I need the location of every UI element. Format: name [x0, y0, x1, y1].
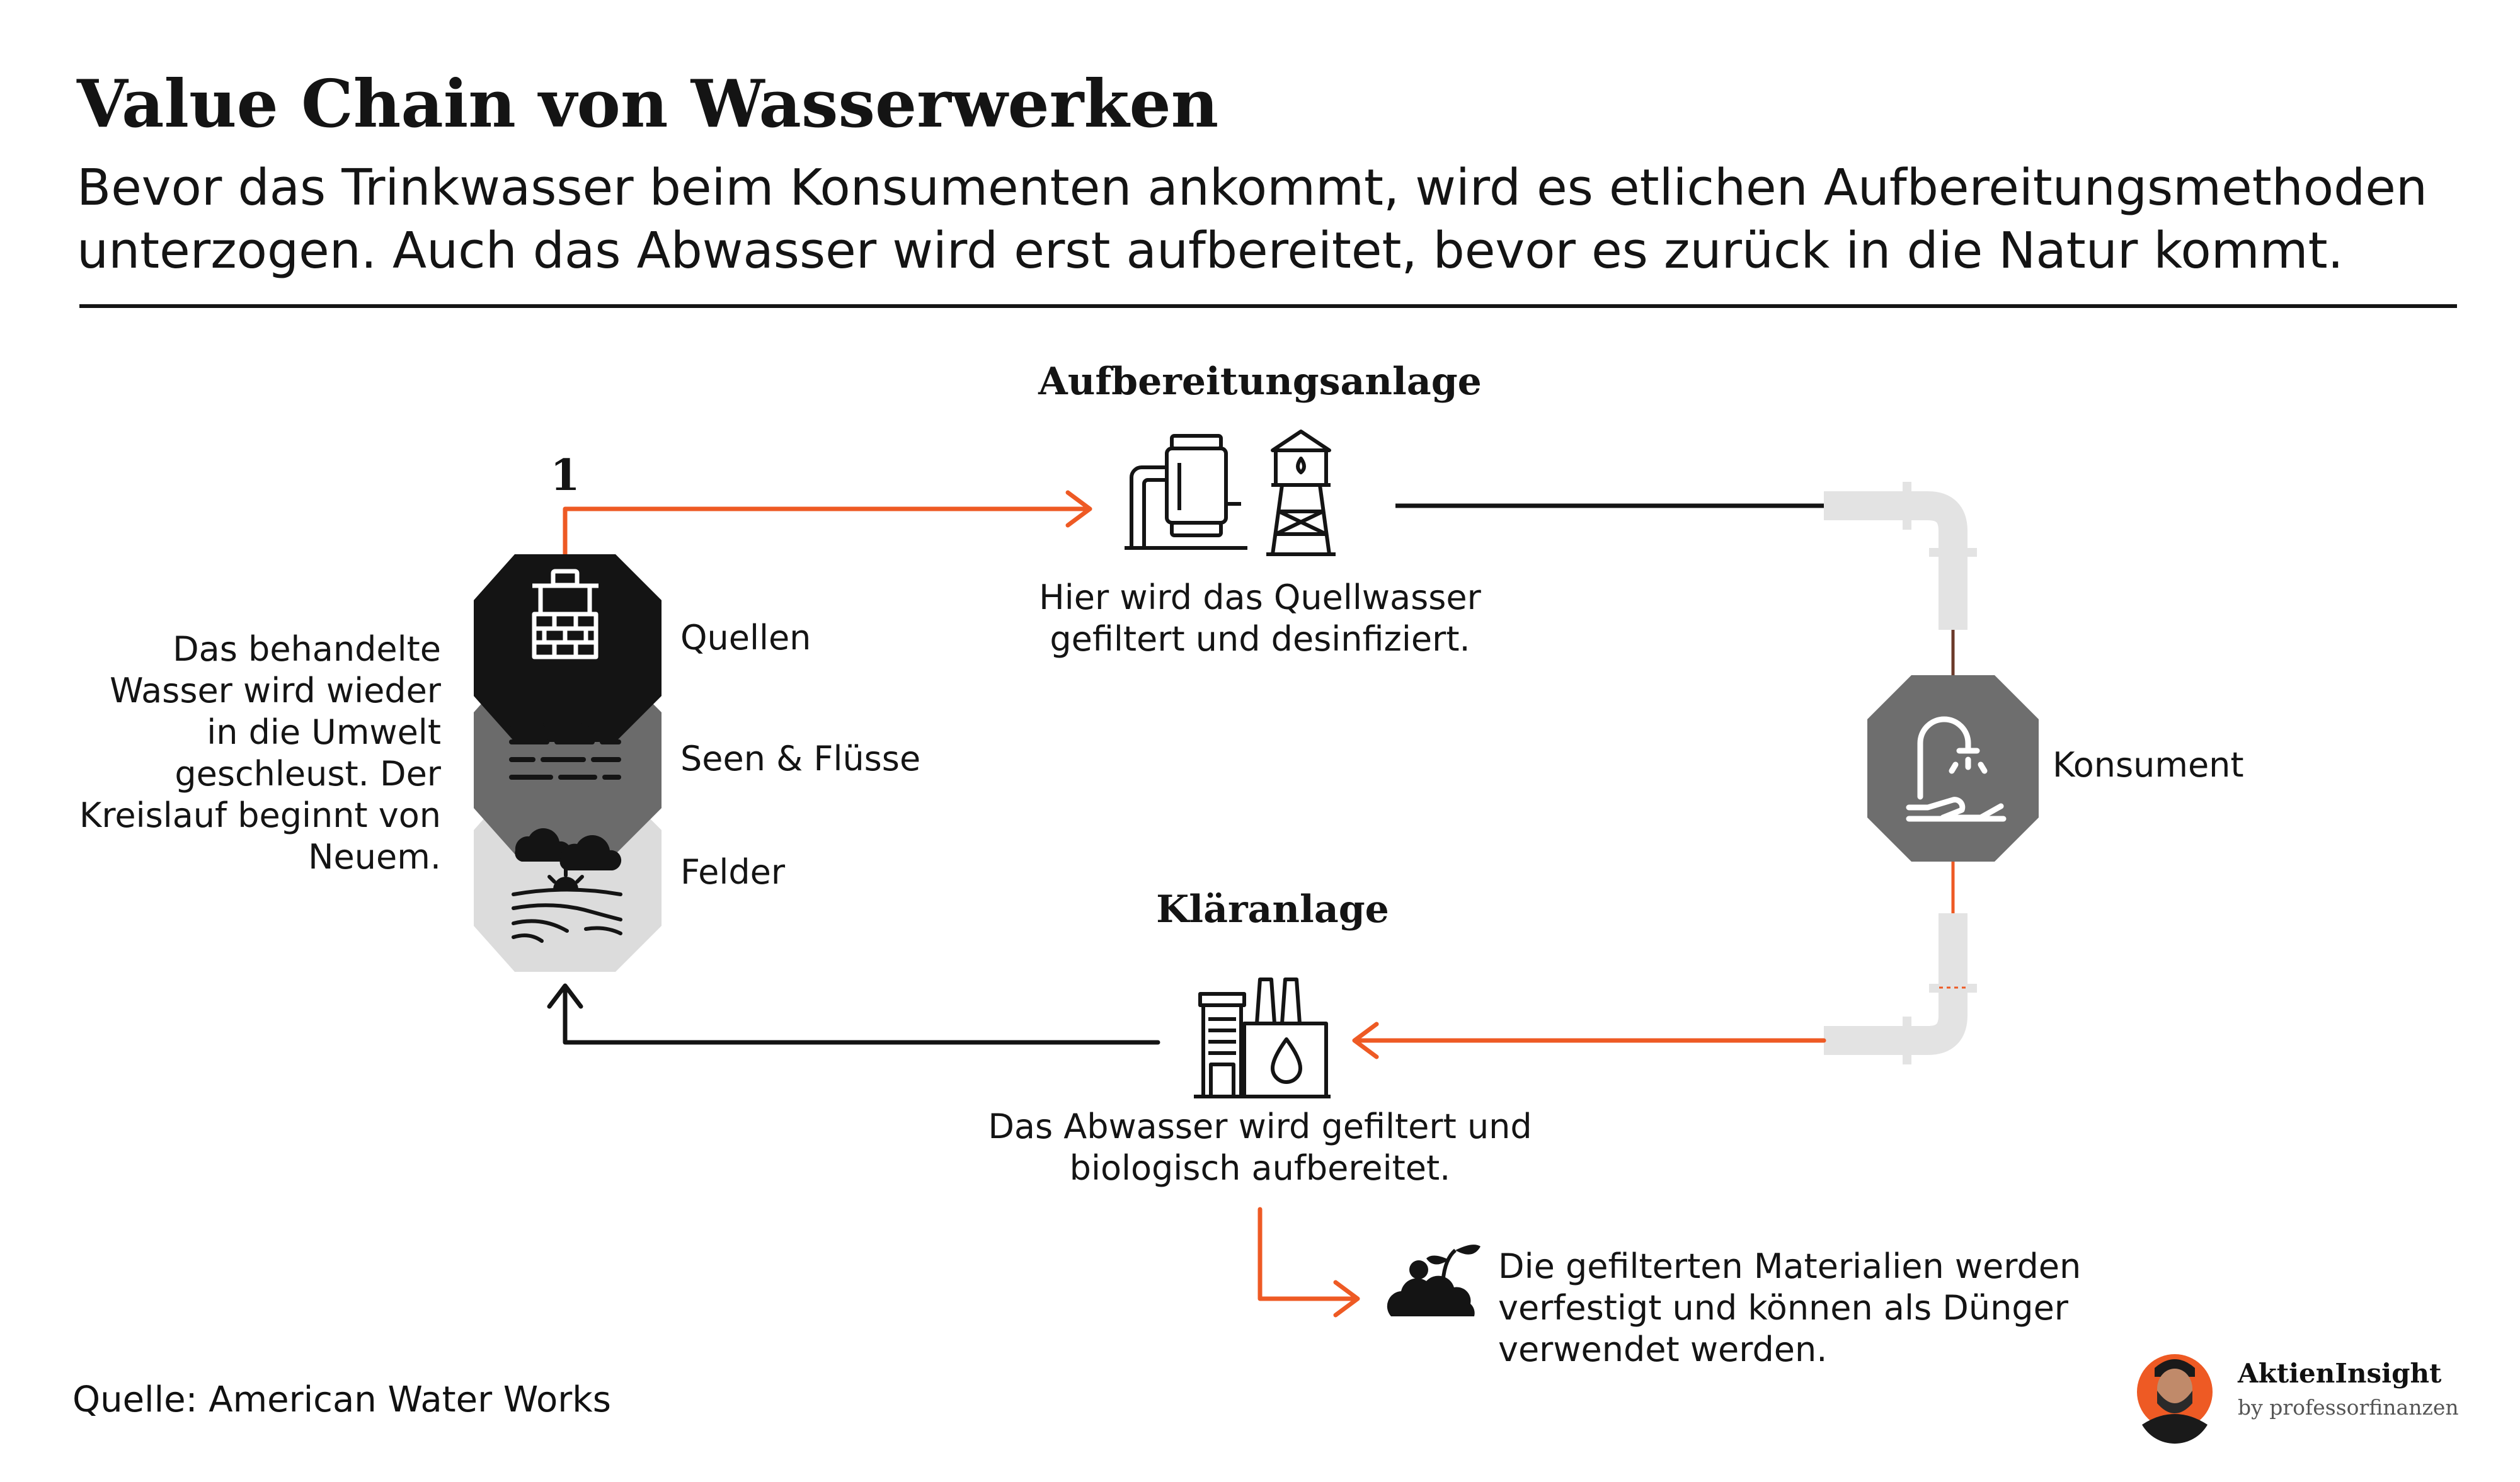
flow-arrow-to-fertilizer	[1257, 1207, 1360, 1318]
waves-icon	[509, 722, 621, 780]
brand-name: AktienInsight	[2238, 1358, 2442, 1389]
wastewater-title: Kläranlage	[1156, 887, 1389, 932]
label-seen-fluesse: Seen & Flüsse	[680, 739, 921, 778]
hex-quellen	[474, 554, 662, 742]
label-felder: Felder	[680, 852, 786, 892]
page-title: Value Chain von Wasserwerken	[77, 65, 1219, 142]
treatment-plant-icon	[1125, 434, 1247, 550]
pipe-bottom	[1824, 913, 1977, 1064]
label-quellen: Quellen	[680, 618, 811, 658]
step-number: 1	[550, 450, 580, 501]
treatment-title: Aufbereitungsanlage	[1038, 360, 1482, 404]
fertilizer-description: Die gefilterten Materialien werden verfe…	[1498, 1246, 2082, 1369]
wastewater-description: Das Abwasser wird gefiltert und biologis…	[988, 1107, 1532, 1188]
flow-arrow-return	[547, 983, 1160, 1045]
pipe-top	[1824, 482, 1977, 630]
page-subtitle: Bevor das Trinkwasser beim Konsumenten a…	[77, 159, 2427, 280]
well-icon	[532, 569, 598, 659]
flow-arrow-to-wastewater	[1352, 1022, 1826, 1059]
factory-icon	[1194, 978, 1331, 1098]
soil-sprout-icon	[1387, 1245, 1480, 1316]
faucet-hand-icon	[1906, 716, 2007, 822]
water-tower-icon	[1266, 430, 1336, 556]
avatar	[2137, 1354, 2213, 1444]
label-konsument: Konsument	[2053, 745, 2244, 785]
header-divider	[79, 304, 2457, 308]
flow-arrow-to-treatment	[563, 490, 1092, 585]
source-note: Quelle: American Water Works	[72, 1379, 611, 1420]
return-note: Das behandelte Wasser wird wieder in die…	[79, 629, 441, 877]
treatment-description: Hier wird das Quellwasser gefiltert und …	[1039, 578, 1481, 659]
field-icon	[512, 828, 622, 943]
brand-tagline: by professorfinanzen	[2238, 1395, 2459, 1420]
